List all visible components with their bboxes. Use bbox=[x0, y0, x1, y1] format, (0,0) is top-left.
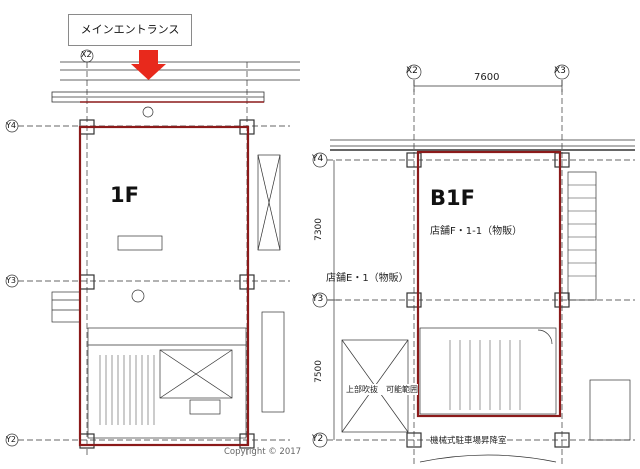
grid-y2-1f: Y2 bbox=[6, 435, 16, 444]
room-parking: 機械式駐車場昇降室 bbox=[430, 434, 507, 446]
grid-y3-1f: Y3 bbox=[6, 276, 16, 285]
room-void: 上部吹抜 可能範囲 bbox=[346, 384, 418, 395]
room-shop-e: 店舗E・1（物販） bbox=[326, 273, 409, 284]
dimension-x-span: 7600 bbox=[474, 72, 500, 83]
grid-x2-b1f: X2 bbox=[406, 66, 418, 76]
entrance-callout: メインエントランス bbox=[68, 14, 192, 46]
room-shop-f: 店舗F・1-1（物販） bbox=[430, 226, 523, 237]
grid-y4-b1f: Y4 bbox=[312, 154, 324, 164]
plan-b1f-outline bbox=[416, 150, 562, 418]
floor-label-1f: 1F bbox=[110, 183, 139, 207]
floor-label-b1f: B1F bbox=[430, 186, 475, 210]
grid-y4-1f: Y4 bbox=[6, 121, 16, 130]
dimension-y-upper: 7300 bbox=[314, 218, 324, 241]
grid-y2-b1f: Y2 bbox=[312, 434, 324, 444]
plan-b1f bbox=[312, 64, 635, 465]
entrance-arrow bbox=[131, 50, 166, 80]
dimension-y-lower: 7500 bbox=[314, 360, 324, 383]
grid-y3-b1f: Y3 bbox=[312, 294, 324, 304]
plan-1f-outline bbox=[78, 125, 250, 447]
copyright-text: Copyright © 2017 bbox=[224, 447, 302, 457]
grid-x2-1f: X2 bbox=[81, 50, 92, 59]
entrance-callout-text: メインエントランス bbox=[80, 23, 180, 36]
grid-x3-b1f: X3 bbox=[554, 66, 566, 76]
plan-1f bbox=[5, 49, 300, 455]
